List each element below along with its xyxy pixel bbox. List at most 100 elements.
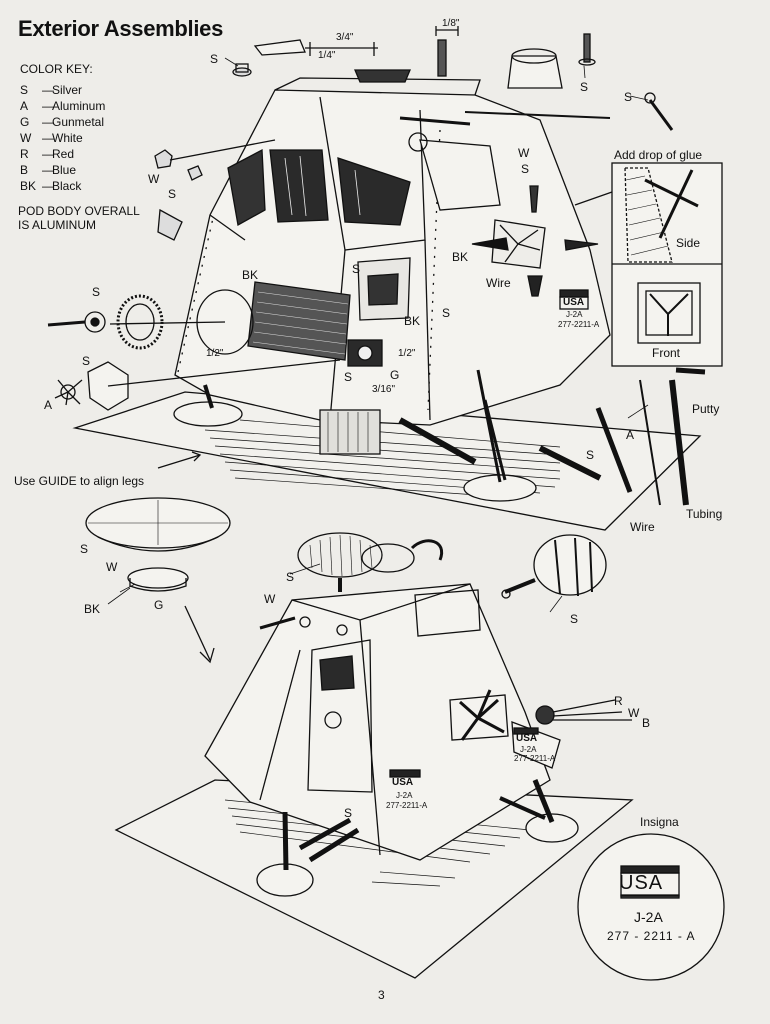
color-name: Silver (52, 83, 83, 97)
color-key-list: S—Silver A—Aluminum G—Gunmetal W—White R… (20, 82, 105, 194)
lower-thruster-spokes (459, 689, 505, 741)
color-code: G (20, 115, 30, 129)
decal-country: USA (563, 297, 585, 308)
decal-number: 277-2211-A (514, 754, 556, 763)
antenna-hub (60, 384, 76, 400)
label-aluminum: A (44, 398, 53, 412)
glue-panel-title: Add drop of glue (614, 148, 703, 162)
decal-model: J-2A (566, 310, 583, 319)
guide-arrowhead (191, 451, 202, 462)
wire-rod (639, 379, 661, 506)
label-silver: S (344, 370, 353, 384)
color-key-item: G—Gunmetal (20, 115, 105, 129)
color-code: S (20, 83, 29, 97)
dim-label: 1/4" (318, 50, 336, 61)
grille-panel (247, 281, 351, 361)
color-name: Blue (52, 163, 77, 177)
label-black: BK (404, 314, 421, 328)
decal-country: USA (392, 777, 414, 788)
thruster-spokes (499, 224, 541, 263)
dish-rim (97, 536, 219, 552)
side-tank (533, 534, 607, 596)
dim-label: 1/2" (398, 348, 416, 359)
strut-2 (538, 445, 602, 481)
color-key-item: B—Blue (20, 163, 77, 177)
rod-1 (399, 116, 471, 126)
label-silver: S (168, 187, 177, 201)
label-wire-side: Wire (486, 276, 511, 290)
glue-leader (574, 191, 613, 206)
upper-front-face-edge (319, 96, 426, 251)
label-blue: B (642, 716, 651, 730)
label-white: W (518, 146, 530, 160)
leader-hex (107, 359, 341, 387)
color-name: Black (52, 179, 82, 193)
gear-ring (116, 294, 164, 350)
label-silver: S (80, 542, 89, 556)
dim-label: 1/2" (206, 348, 224, 359)
color-key-item: S—Silver (20, 83, 83, 97)
upper-top-vent (354, 69, 411, 83)
label-silver: S (570, 612, 579, 626)
guide-note: Use GUIDE to align legs (14, 474, 145, 488)
body-note-line: POD BODY OVERALL (18, 204, 140, 218)
rod-2 (464, 111, 611, 119)
label-black: BK (452, 250, 469, 264)
center-column (319, 409, 381, 455)
guide-arrow (157, 454, 201, 469)
color-key-item: BK—Black (20, 179, 82, 193)
decal-number: 277-2211-A (386, 801, 428, 810)
color-code: R (20, 147, 29, 161)
foot-pad-left (173, 401, 243, 427)
window-right (337, 157, 411, 226)
label-putty: Putty (692, 402, 720, 416)
loose-rod-1 (595, 407, 633, 493)
label-silver: S (442, 306, 451, 320)
upper-decal-stripe (559, 289, 589, 298)
nozzle-top (529, 185, 539, 213)
insignia-number: 277 - 2211 - A (607, 929, 696, 943)
side-decal-stripe (389, 769, 421, 778)
lower-door-knob (324, 711, 342, 729)
lower-leg-left (282, 811, 289, 871)
color-code: B (20, 163, 29, 177)
insignia-model: J-2A (634, 909, 663, 925)
label-black: BK (242, 268, 259, 282)
insignia-title: Insigna (640, 815, 679, 829)
label-gunmetal: G (390, 368, 400, 382)
hatch-hinge (408, 132, 428, 152)
strut-1 (398, 417, 477, 465)
color-name: Red (52, 147, 75, 161)
leg-right (476, 369, 507, 483)
dim-label: 3/4" (336, 32, 354, 43)
dim-label: 3/16" (372, 384, 396, 395)
rwb-leaders (552, 699, 632, 721)
lower-bolt (299, 616, 311, 628)
lower-strut-left (298, 817, 360, 863)
lower-door-window (319, 655, 355, 691)
upper-base-plate (72, 391, 702, 531)
body-note-line: IS ALUMINUM (18, 218, 97, 232)
leader-bolt (169, 139, 276, 161)
window-glare (284, 155, 361, 217)
dim-top-right (435, 26, 459, 36)
lower-panel (414, 589, 481, 637)
label-tubing: Tubing (686, 507, 723, 521)
label-white: W (148, 172, 160, 186)
color-name: White (52, 131, 83, 145)
label-white: W (106, 560, 118, 574)
color-key-heading: COLOR KEY: (20, 62, 93, 76)
label-silver: S (580, 80, 589, 94)
lower-decal-stripe (513, 727, 539, 735)
dish-base (127, 567, 189, 589)
glue-front-label: Front (652, 346, 681, 360)
color-key-item: A—Aluminum (20, 99, 106, 113)
top-hook (410, 539, 444, 561)
decal-country: USA (516, 733, 538, 744)
side-wires (644, 169, 699, 239)
nozzle-bottom (527, 275, 543, 297)
insignia-text-box (620, 872, 680, 897)
lower-left-edge (259, 649, 301, 801)
decal-model: J-2A (396, 791, 413, 800)
